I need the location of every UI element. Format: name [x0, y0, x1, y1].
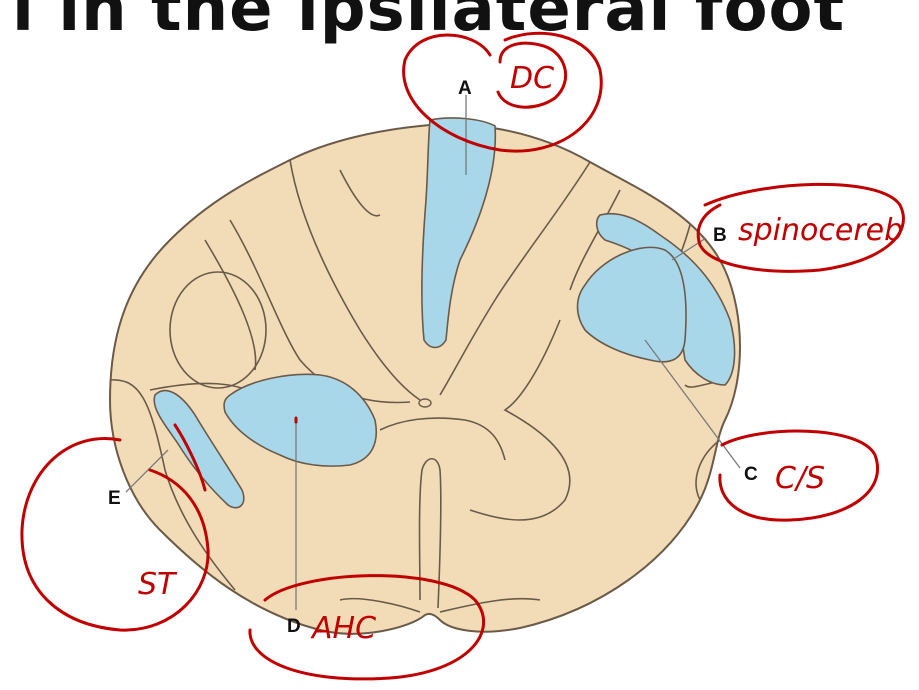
- annotation-d: AHC: [310, 611, 376, 646]
- label-b: B: [713, 225, 727, 246]
- annotation-b: spinocereb: [738, 213, 903, 248]
- spinal-cord-outline: [110, 124, 740, 633]
- annotation-c: C/S: [775, 461, 825, 496]
- annotation-e: ST: [138, 567, 178, 602]
- label-c: C: [744, 464, 758, 485]
- annotation-a: DC: [510, 61, 554, 96]
- label-a: A: [458, 78, 472, 99]
- label-d: D: [287, 616, 301, 637]
- label-e: E: [108, 488, 121, 509]
